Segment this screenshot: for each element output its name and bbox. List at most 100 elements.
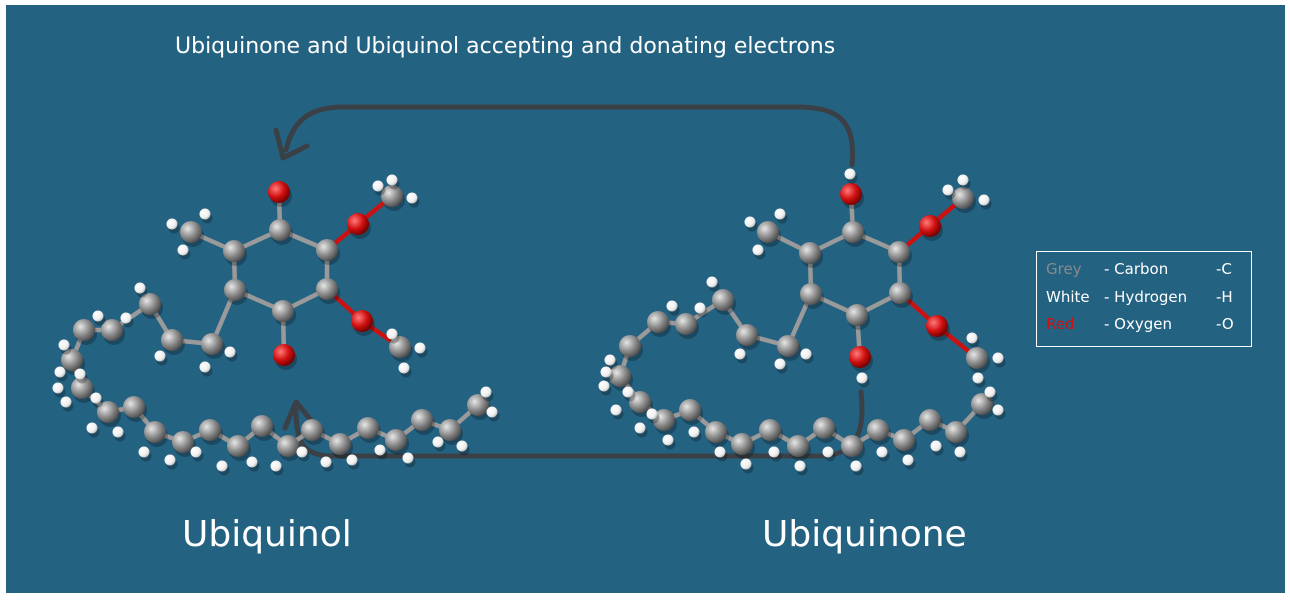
- carbon-atom: [101, 319, 123, 341]
- carbon-atom: [945, 421, 967, 443]
- carbon-atom: [647, 311, 669, 333]
- legend-box: Grey - Carbon -C White - Hydrogen -H Red…: [1036, 251, 1252, 347]
- hydrogen-atom: [822, 446, 834, 458]
- carbon-atom: [893, 429, 915, 451]
- oxygen-atom: [268, 181, 290, 203]
- hydrogen-atom: [386, 328, 398, 340]
- hydrogen-atom: [54, 366, 66, 378]
- carbon-atom: [97, 401, 119, 423]
- carbon-atom: [736, 324, 758, 346]
- carbon-atom: [952, 187, 974, 209]
- carbon-atom: [123, 396, 145, 418]
- carbon-atom: [301, 419, 323, 441]
- carbon-atom: [385, 429, 407, 451]
- carbon-atom: [381, 185, 403, 207]
- oxygen-atom: [347, 213, 369, 235]
- hydrogen-atom: [856, 372, 868, 384]
- hydrogen-atom: [930, 440, 942, 452]
- oxygen-atom: [926, 315, 948, 337]
- oxygen-atom: [351, 310, 373, 332]
- legend-symbol: -O: [1216, 315, 1234, 333]
- oxygen-atom: [919, 215, 941, 237]
- carbon-atom: [919, 409, 941, 431]
- hydrogen-atom: [138, 446, 150, 458]
- hydrogen-atom: [112, 426, 124, 438]
- hydrogen-atom: [992, 352, 1004, 364]
- carbon-atom: [227, 435, 249, 457]
- hydrogen-atom: [164, 454, 176, 466]
- carbon-atom: [712, 289, 734, 311]
- carbon-atom: [679, 399, 701, 421]
- hydrogen-atom: [456, 440, 468, 452]
- hydrogen-atom: [52, 382, 64, 394]
- carbon-atom: [411, 409, 433, 431]
- carbon-atom: [731, 433, 753, 455]
- carbon-atom: [73, 319, 95, 341]
- carbon-atom: [841, 435, 863, 457]
- legend-element-name: - Carbon: [1104, 260, 1169, 278]
- hydrogen-atom: [386, 174, 398, 186]
- hydrogen-atom: [774, 358, 786, 370]
- top-arrow: [283, 104, 856, 168]
- hydrogen-atom: [646, 408, 658, 420]
- legend-element-name: - Oxygen: [1104, 315, 1172, 333]
- hydrogen-atom: [432, 436, 444, 448]
- carbon-atom: [609, 365, 631, 387]
- hydrogen-atom: [794, 460, 806, 472]
- hydrogen-atom: [688, 426, 700, 438]
- hydrogen-atom: [74, 368, 86, 380]
- legend-color-name: Grey: [1046, 260, 1082, 278]
- carbon-atom: [389, 336, 411, 358]
- carbon-atom: [705, 421, 727, 443]
- hydrogen-atom: [598, 380, 610, 392]
- hydrogen-atom: [320, 456, 332, 468]
- carbon-atom: [272, 300, 294, 322]
- hydrogen-atom: [978, 194, 990, 206]
- carbon-atom: [799, 242, 821, 264]
- hydrogen-atom: [774, 208, 786, 220]
- carbon-atom: [357, 417, 379, 439]
- carbon-atom: [223, 240, 245, 262]
- hydrogen-atom: [406, 192, 418, 204]
- hydrogen-atom: [402, 452, 414, 464]
- hydrogen-atom: [752, 244, 764, 256]
- diagram-title: Ubiquinone and Ubiquinol accepting and d…: [175, 34, 836, 59]
- hydrogen-atom: [199, 208, 211, 220]
- carbon-atom: [329, 433, 351, 455]
- carbon-atom: [316, 239, 338, 261]
- legend-element-name: - Hydrogen: [1104, 288, 1188, 306]
- carbon-atom: [180, 221, 202, 243]
- carbon-atom: [966, 347, 988, 369]
- hydrogen-atom: [372, 180, 384, 192]
- cycle-arrows: [273, 104, 865, 459]
- hydrogen-atom: [134, 282, 146, 294]
- carbon-atom: [199, 419, 221, 441]
- hydrogen-atom: [694, 302, 706, 314]
- hydrogen-atom: [768, 446, 780, 458]
- oxygen-atom: [273, 344, 295, 366]
- carbon-atom: [971, 393, 993, 415]
- hydrogen-atom: [954, 446, 966, 458]
- hydrogen-atom: [604, 354, 616, 366]
- carbon-atom: [629, 391, 651, 413]
- hydrogen-atom: [92, 310, 104, 322]
- diagram-panel: [6, 5, 1285, 593]
- hydrogen-atom: [844, 168, 856, 180]
- hydrogen-atom: [850, 460, 862, 472]
- hydrogen-atom: [86, 422, 98, 434]
- hydrogen-atom: [166, 218, 178, 230]
- hydrogen-atom: [706, 276, 718, 288]
- carbon-atom: [61, 349, 83, 371]
- carbon-atom: [144, 421, 166, 443]
- hydrogen-atom: [622, 386, 634, 398]
- carbon-atom: [201, 333, 223, 355]
- carbon-atom: [813, 417, 835, 439]
- carbon-atom: [71, 377, 93, 399]
- hydrogen-atom: [666, 300, 678, 312]
- hydrogen-atom: [610, 404, 622, 416]
- oxygen-atom: [840, 183, 862, 205]
- hydrogen-atom: [177, 244, 189, 256]
- oxygen-atom: [849, 346, 871, 368]
